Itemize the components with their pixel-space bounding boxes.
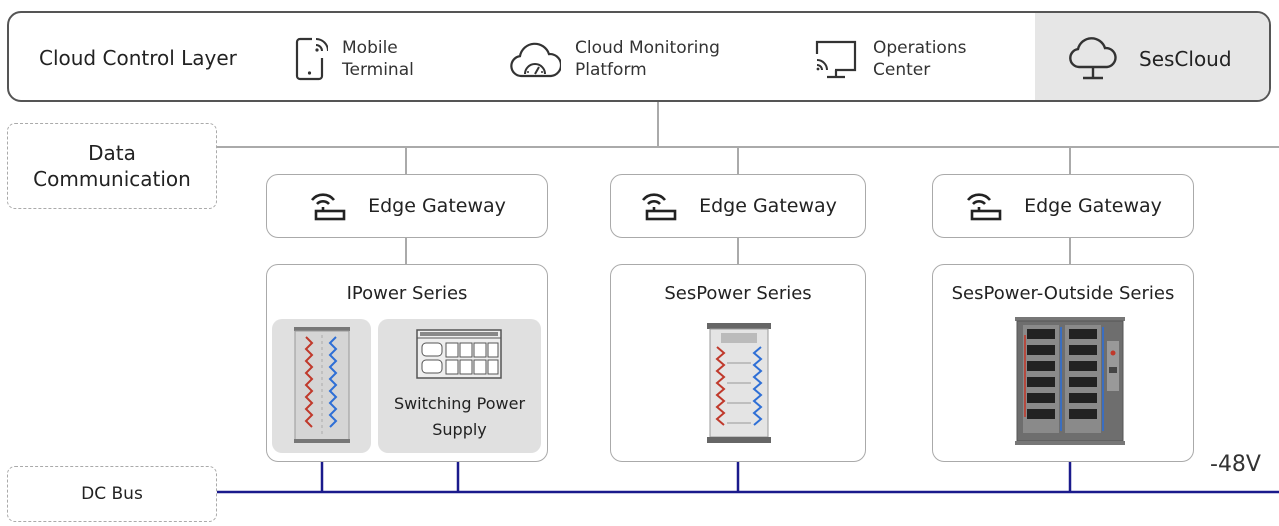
cloud-monitoring-item[interactable]: Cloud Monitoring Platform — [509, 13, 720, 100]
battery-rack-icon — [707, 323, 771, 443]
dc-bus-label: DC Bus — [7, 466, 217, 522]
mobile-terminal-label-2: Terminal — [342, 59, 414, 80]
edge-gateway-label: Edge Gateway — [368, 195, 506, 217]
data-communication-line-2: Communication — [33, 167, 191, 191]
edge-gateway-1[interactable]: Edge Gateway — [266, 174, 548, 238]
edge-gateway-label: Edge Gateway — [699, 195, 837, 217]
switching-power-supply: Switching Power Supply — [378, 319, 541, 453]
cloud-monitoring-label-2: Platform — [575, 59, 647, 80]
cloud-monitoring-label-1: Cloud Monitoring — [575, 37, 720, 58]
cloud-monitoring-icon — [510, 42, 561, 77]
switching-power-label-2: Supply — [432, 420, 487, 439]
operations-center-icon — [815, 40, 857, 78]
ipower-series-panel[interactable]: IPower Series — [266, 264, 548, 462]
ipower-battery-cabinet — [272, 319, 371, 453]
operations-center-label-2: Center — [873, 59, 931, 80]
edge-gateway-label: Edge Gateway — [1024, 195, 1162, 217]
cloud-layer-title: Cloud Control Layer — [39, 46, 237, 70]
router-wifi-icon — [311, 193, 346, 221]
sescloud-label: SesCloud — [1139, 46, 1232, 71]
sespower-series-panel[interactable]: SesPower Series — [610, 264, 866, 462]
cloud-control-layer: Cloud Control Layer Mobile Terminal Clou… — [7, 11, 1271, 102]
cloud-network-icon — [1069, 36, 1117, 79]
sescloud-brand[interactable]: SesCloud — [1035, 13, 1269, 100]
ipower-series-title: IPower Series — [346, 283, 468, 304]
switching-power-label-1: Switching Power — [393, 394, 526, 413]
operations-center-label-1: Operations — [873, 37, 967, 58]
sespower-series-title: SesPower Series — [664, 283, 812, 304]
outdoor-cabinet-icon — [1015, 317, 1125, 445]
data-communication-line-1: Data — [88, 141, 136, 165]
mobile-terminal-label-1: Mobile — [342, 37, 398, 58]
mobile-terminal-item[interactable]: Mobile Terminal — [294, 13, 414, 100]
router-wifi-icon — [967, 193, 1002, 221]
mobile-terminal-icon — [295, 37, 328, 80]
edge-gateway-3[interactable]: Edge Gateway — [932, 174, 1194, 238]
edge-gateway-2[interactable]: Edge Gateway — [610, 174, 866, 238]
battery-rack-icon — [294, 327, 350, 443]
router-wifi-icon — [642, 193, 677, 221]
sespower-outside-series-panel[interactable]: SesPower-Outside Series — [932, 264, 1194, 462]
switching-power-icon — [416, 329, 502, 379]
voltage-label: -48V — [1210, 452, 1261, 477]
operations-center-item[interactable]: Operations Center — [813, 13, 967, 100]
switching-power-label: Switching Power Supply — [378, 391, 541, 443]
data-communication-label: Data Communication — [7, 123, 217, 209]
sespower-outside-series-title: SesPower-Outside Series — [951, 283, 1175, 304]
